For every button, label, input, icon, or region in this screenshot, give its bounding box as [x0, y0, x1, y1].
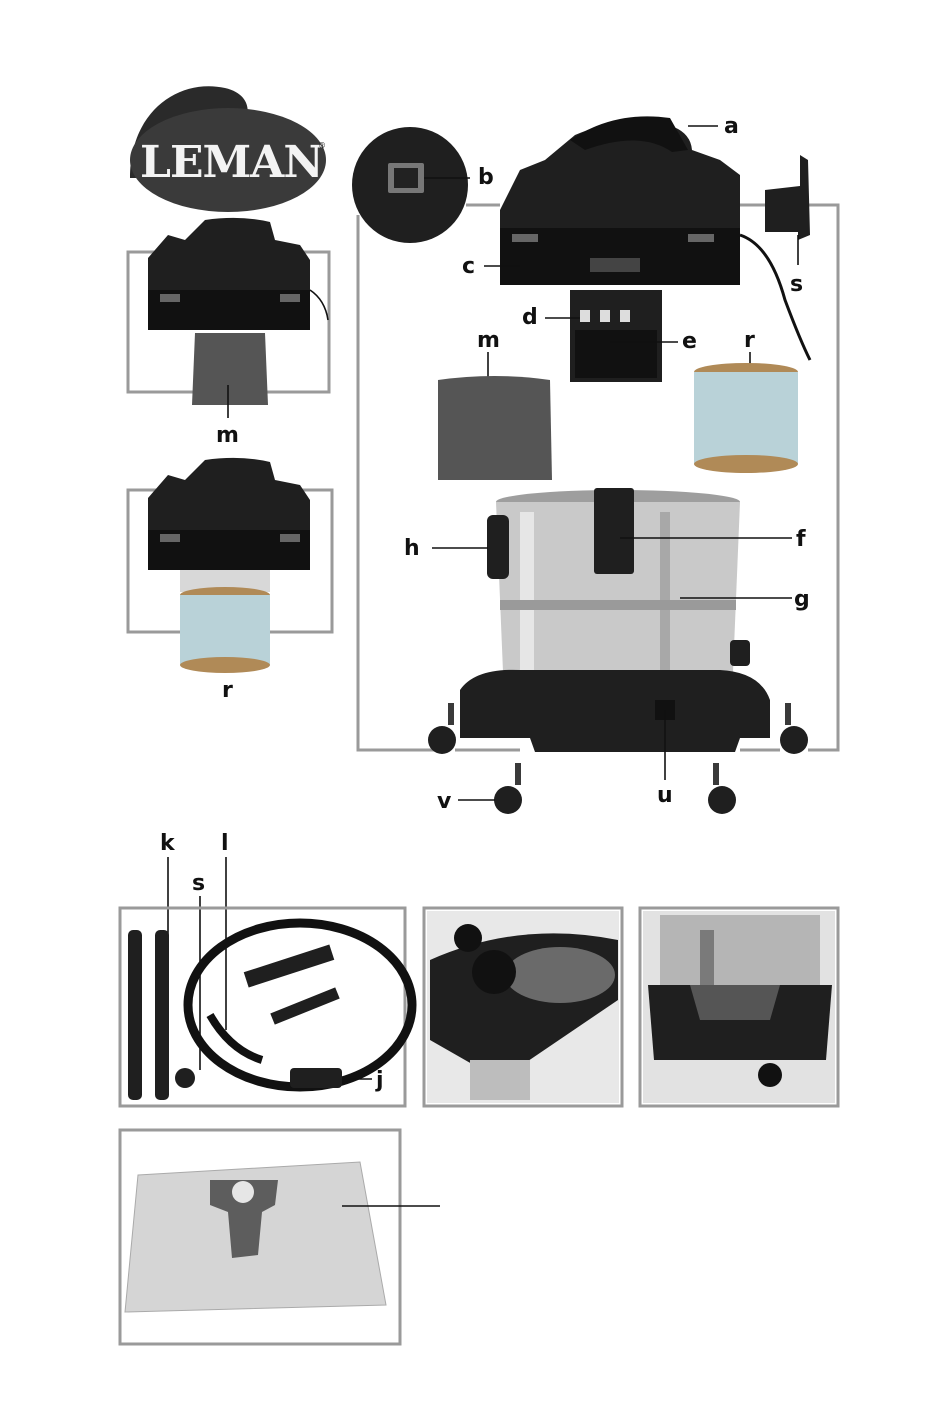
trolley-base [460, 670, 770, 752]
clip-latch [594, 488, 634, 574]
callout-s-main: s [790, 272, 803, 297]
hose-adapter [175, 1068, 195, 1088]
hose-inlet [487, 515, 509, 579]
callout-a: a [724, 114, 739, 139]
cartridge-filter [694, 372, 798, 464]
detail-photo-attached [640, 908, 838, 1106]
callout-l: l [221, 831, 229, 856]
callout-g: g [794, 587, 810, 612]
sponge-filter [438, 376, 552, 480]
callout-b: b [478, 165, 494, 190]
cartridge-filter-installed [180, 595, 270, 665]
callout-h: h [404, 536, 420, 561]
caster-wheel-icon [708, 763, 736, 814]
floor-nozzle [244, 944, 335, 987]
callout-j: j [375, 1068, 384, 1093]
callout-m-side: m [216, 423, 239, 448]
sponge-filter-installed [192, 333, 268, 405]
accessories-panel: k l s j [120, 831, 412, 1106]
assembly-head-with-cartridge: r [128, 458, 332, 703]
callout-e: e [682, 329, 697, 354]
callout-c: c [462, 254, 475, 279]
main-exploded-view: b a c s d e m r [352, 114, 838, 814]
callout-r-main: r [744, 328, 755, 353]
callout-s-acc: s [192, 871, 205, 896]
detail-photo-base [424, 908, 622, 1106]
crevice-tool [270, 987, 339, 1024]
callout-u: u [657, 783, 673, 808]
registered-mark: ® [318, 141, 326, 150]
callout-r-side: r [222, 678, 233, 703]
caster-wheel-icon [494, 763, 522, 814]
blower-adapter [765, 155, 810, 240]
caster-wheel-icon [454, 924, 482, 952]
hose-connector [290, 1068, 342, 1088]
caster-wheel-icon [758, 1063, 782, 1087]
extension-tube [128, 930, 142, 1100]
callout-v: v [437, 789, 452, 814]
callout-m-main: m [477, 328, 500, 353]
caster-wheel-icon [428, 703, 456, 754]
leman-logo: LEMAN ® [130, 86, 326, 212]
power-cord-left [310, 290, 328, 320]
logo-text: LEMAN [140, 137, 323, 188]
assembly-head-with-sponge: m [128, 218, 329, 448]
callout-f: f [796, 527, 806, 552]
extension-tube [155, 930, 169, 1100]
caster-wheel-icon [780, 703, 808, 754]
callout-d: d [522, 305, 538, 330]
callout-k: k [160, 831, 176, 856]
dust-bag-panel [120, 1130, 440, 1344]
